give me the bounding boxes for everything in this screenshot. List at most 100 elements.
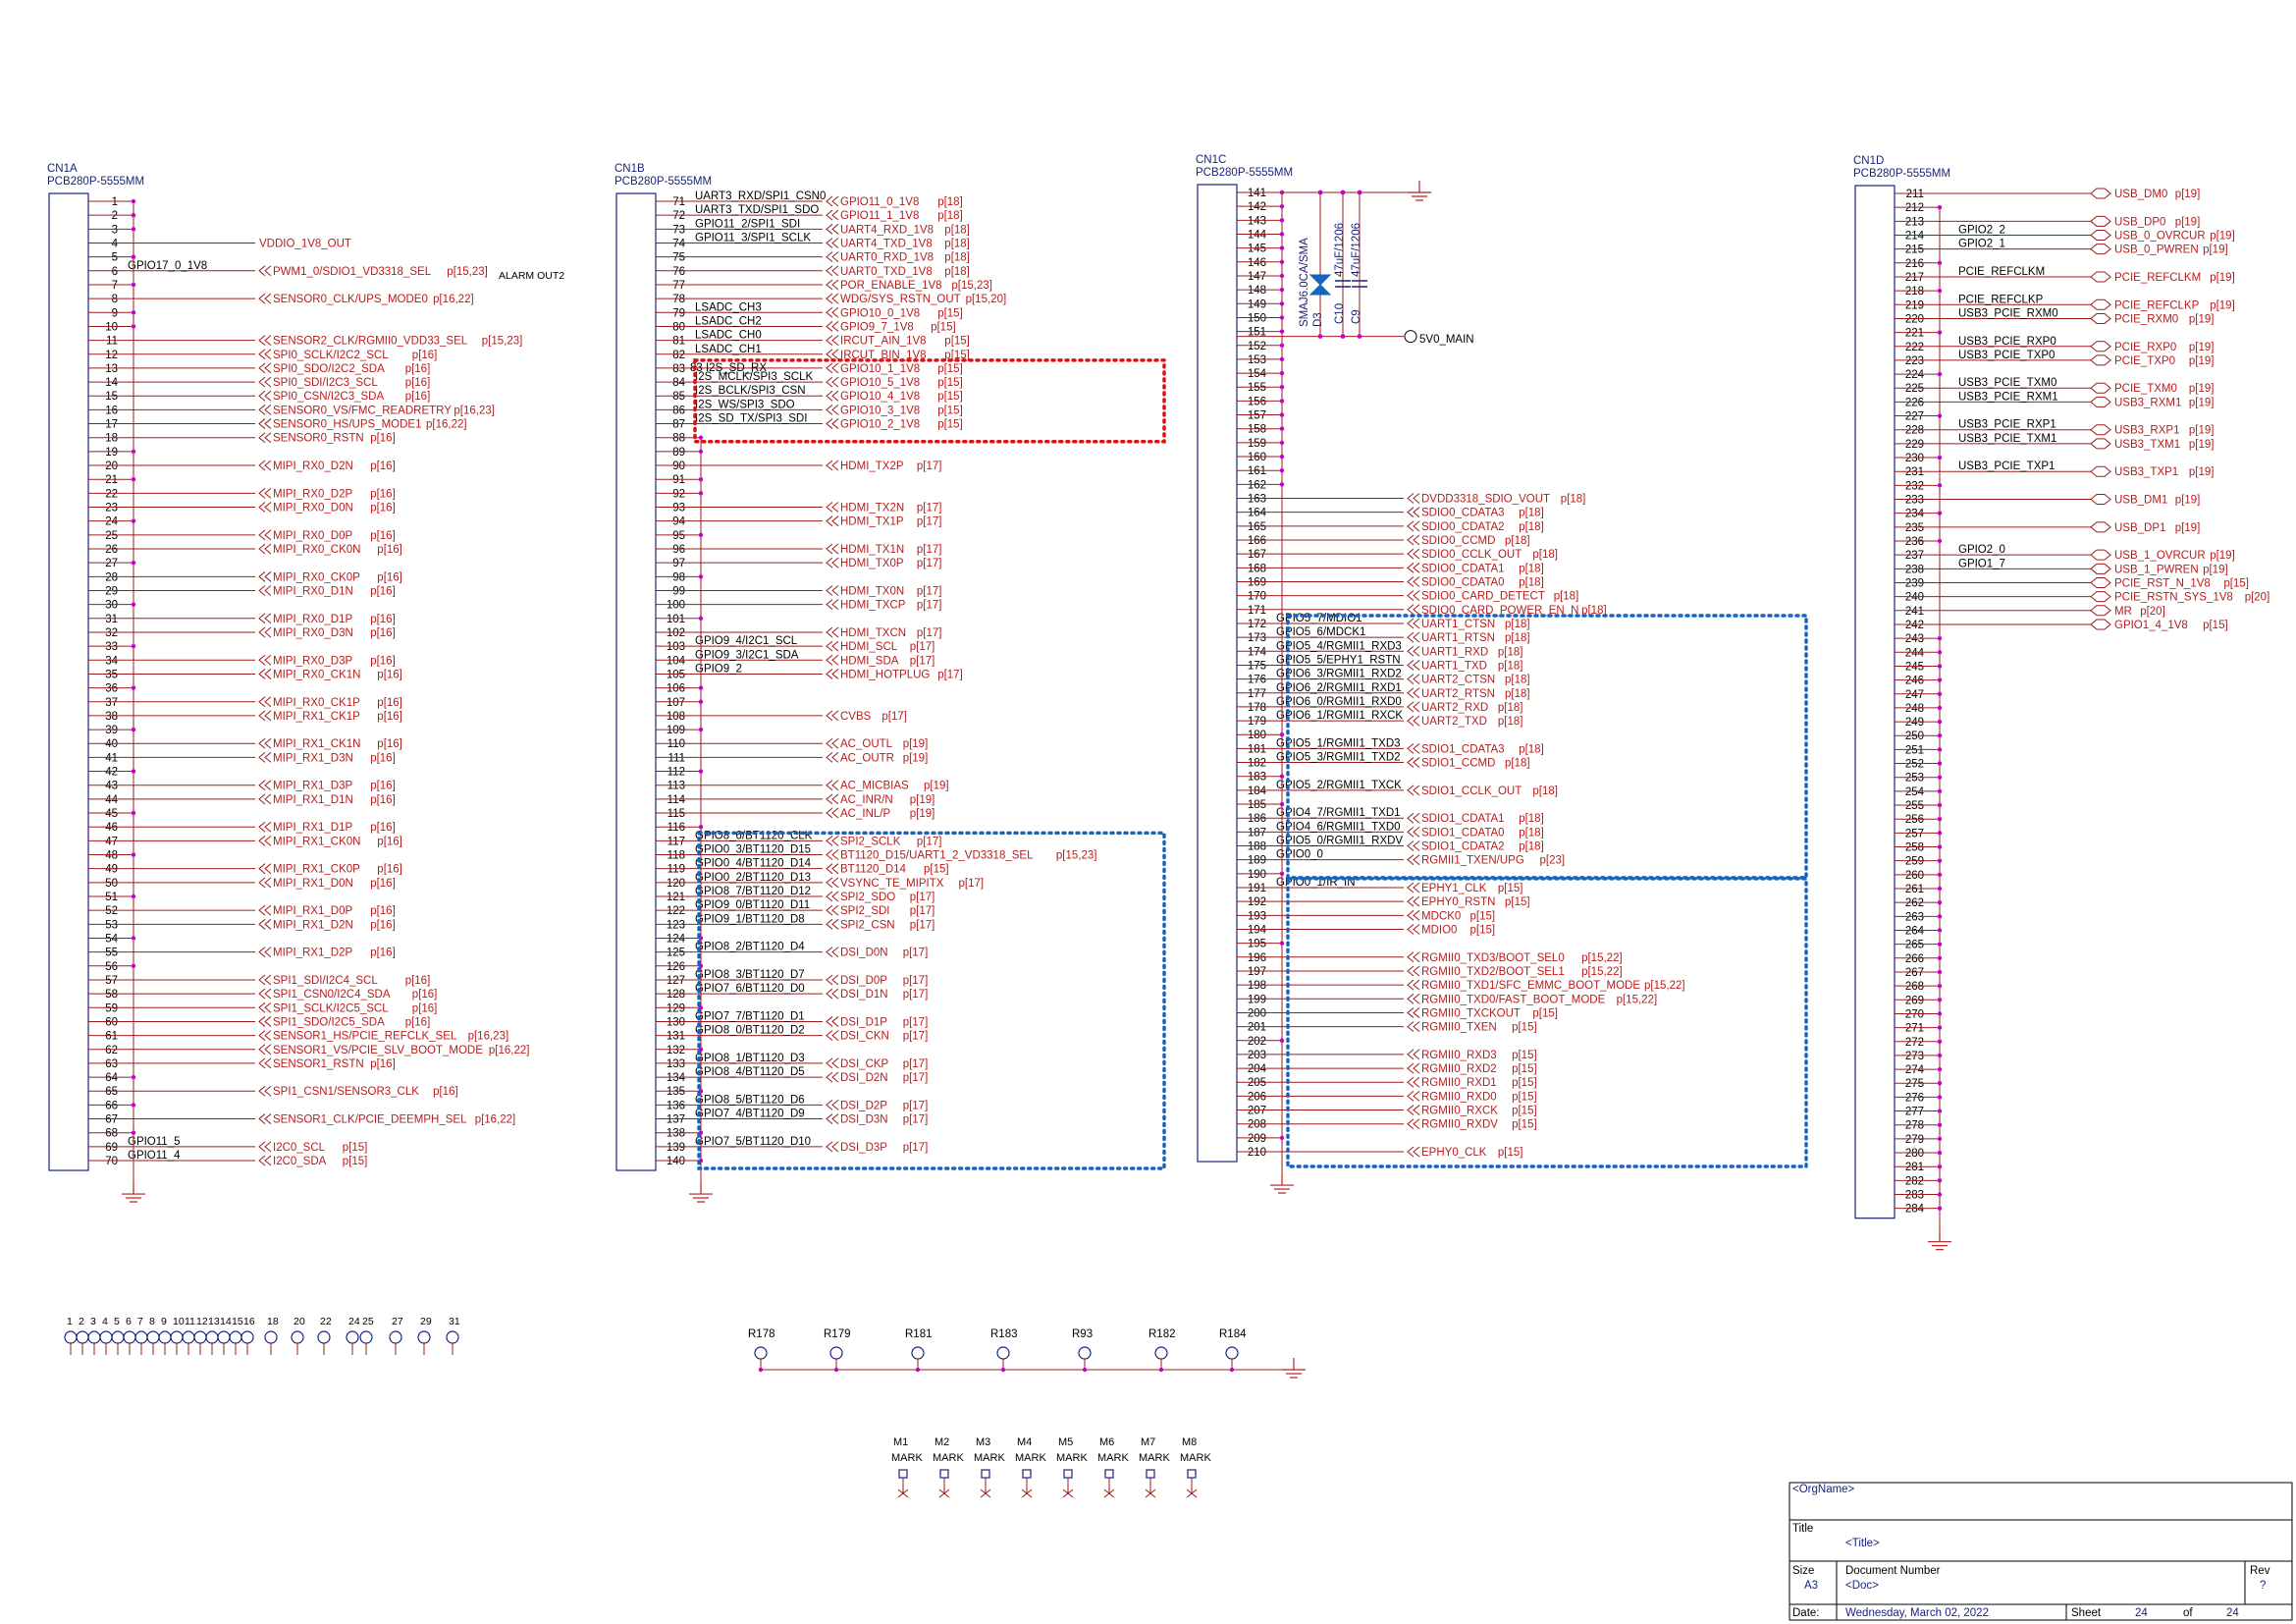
- offpage-label: MIPI_RX1_D1N: [273, 794, 353, 806]
- junction-dot: [1937, 1039, 1943, 1044]
- c10-value-label: 47uF/1206: [1334, 223, 1346, 277]
- junction-dot: [131, 477, 136, 482]
- pin-number: 232: [1905, 480, 1924, 492]
- pin-number: 176: [1248, 675, 1266, 686]
- testpoint-circle: [134, 1330, 148, 1344]
- pin-number: 20: [105, 460, 118, 472]
- offpage-connector: [826, 515, 839, 527]
- offpage-label: SPI1_SCLK/I2C5_SCL: [273, 1002, 389, 1014]
- pin-number: 156: [1248, 396, 1266, 407]
- sheet-ref: p[18]: [1532, 785, 1558, 797]
- pin-number: 276: [1905, 1092, 1924, 1104]
- port-label: USB3_TXM1: [2114, 439, 2180, 451]
- pin-function-label: I2S_BCLK/SPI3_CSN: [695, 385, 806, 397]
- pin-number: 18: [105, 433, 118, 445]
- connector-ref: CN1B: [614, 163, 645, 175]
- testpoint: 20: [291, 1316, 305, 1355]
- mark-ref: M1: [893, 1436, 908, 1448]
- pin-number: 223: [1905, 355, 1924, 367]
- offpage-connector: [1407, 645, 1420, 657]
- sheet-ref: p[17]: [903, 975, 929, 987]
- pin-number: 283: [1905, 1190, 1924, 1202]
- sheet-ref: p[19]: [2189, 355, 2215, 367]
- sheet-ref: p[17]: [881, 711, 907, 723]
- pin-number: 125: [667, 947, 685, 959]
- sheet-ref: p[15,22]: [1581, 952, 1623, 964]
- offpage-label: MIPI_RX1_CK1N: [273, 738, 360, 750]
- offpage-connector: [258, 265, 272, 277]
- port-symbol: [2090, 619, 2111, 630]
- testpoint-circle: [146, 1330, 160, 1344]
- testpoint-label: 18: [267, 1316, 279, 1327]
- sheet-ref: p[15]: [343, 1142, 368, 1154]
- sheet-ref: p[17]: [917, 544, 942, 556]
- offpage-connector: [826, 737, 839, 749]
- pin-number: 161: [1248, 465, 1266, 477]
- junction-dot: [1000, 1367, 1006, 1373]
- junction-dot: [1937, 914, 1943, 919]
- sheet-ref: p[19]: [2210, 272, 2235, 284]
- pin-number: 30: [105, 600, 118, 612]
- sheet-ref: p[15]: [2223, 577, 2249, 589]
- junction-dot: [758, 1367, 764, 1373]
- resistor-pad: R178: [748, 1328, 775, 1373]
- pin-number: 1: [112, 196, 118, 208]
- pin-number: 12: [105, 350, 118, 361]
- junction-dot: [1937, 761, 1943, 766]
- power-port-circle: [1404, 330, 1417, 344]
- pin-function-label: GPIO5_0/RGMII1_RXDV: [1276, 836, 1403, 847]
- pin-number: 237: [1905, 550, 1924, 562]
- pin-number: 81: [672, 336, 685, 348]
- pin-function-label: GPIO0_4/BT1120_D14: [695, 858, 812, 870]
- junction-dot: [1158, 1367, 1164, 1373]
- pin-number: 163: [1248, 494, 1266, 506]
- port-symbol: [2090, 549, 2111, 561]
- junction-dot: [1937, 204, 1943, 210]
- junction-dot: [131, 1074, 136, 1080]
- testpoint-label: 12: [196, 1316, 208, 1327]
- resistor-label: R184: [1219, 1328, 1247, 1340]
- junction-dot: [131, 212, 136, 218]
- pin-number: 240: [1905, 592, 1924, 604]
- offpage-connector: [258, 835, 272, 846]
- sheet-ref: p[16]: [370, 878, 396, 890]
- tvs-ref-label: D3: [1312, 312, 1324, 327]
- pin-number: 126: [667, 961, 685, 973]
- offpage-connector: [826, 265, 839, 277]
- sheet-ref: p[15]: [1532, 1007, 1558, 1019]
- port-label: USB_DP0: [2114, 216, 2165, 228]
- pin-number: 136: [667, 1100, 685, 1111]
- pin-number: 5: [112, 252, 118, 264]
- pin-function-label: GPIO5_4/RGMII1_RXD3: [1276, 640, 1402, 652]
- pin-function-label: GPIO1_7: [1958, 558, 2005, 569]
- testpoint-label: 11: [185, 1316, 195, 1327]
- offpage-label: SENSOR1_RSTN: [273, 1058, 364, 1070]
- resistor-pad: R179: [824, 1328, 851, 1373]
- offpage-label: AC_OUTL: [840, 738, 893, 750]
- pin-number: 42: [105, 767, 118, 779]
- pin-number: 129: [667, 1002, 685, 1014]
- testpoint-circle: [217, 1330, 231, 1344]
- pin-number: 220: [1905, 313, 1924, 325]
- offpage-label: DSI_CKP: [840, 1058, 889, 1070]
- offpage-connector: [826, 557, 839, 568]
- sheet-ref: p[15]: [1498, 883, 1523, 894]
- pin-number: 154: [1248, 368, 1267, 380]
- pin-number: 123: [667, 919, 685, 931]
- pin-function-label: USB3_PCIE_RXP1: [1958, 419, 2056, 431]
- junction-dot: [1279, 468, 1285, 473]
- mark-label: MARK: [1180, 1452, 1211, 1464]
- junction-dot: [1937, 983, 1943, 989]
- offpage-label: SENSOR0_VS/FMC_READRETRY: [273, 405, 452, 416]
- port-symbol: [2090, 521, 2111, 533]
- sheet-ref: p[16]: [370, 460, 396, 472]
- pin-function-label: GPIO0_0: [1276, 849, 1323, 861]
- offpage-connector: [1407, 1062, 1420, 1074]
- pin-number: 70: [105, 1156, 118, 1167]
- junction-dot: [131, 560, 136, 566]
- offpage-label: SDIO1_CCMD: [1421, 758, 1495, 770]
- testpoint: 5: [111, 1316, 125, 1355]
- testpoint: 2: [76, 1316, 89, 1355]
